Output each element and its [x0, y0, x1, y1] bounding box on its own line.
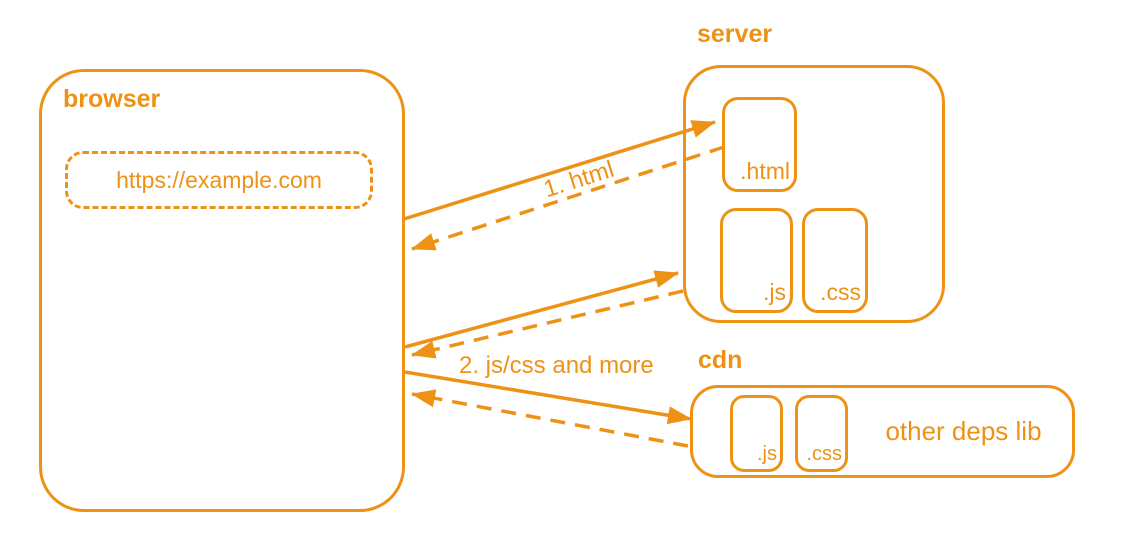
server-html-file-box: .html — [722, 97, 797, 192]
server-html-file-label: .html — [740, 158, 790, 184]
cdn-js-file-box: .js — [730, 395, 783, 472]
address-bar: https://example.com — [65, 151, 373, 209]
browser-node: browser https://example.com — [39, 69, 405, 512]
cdn-css-file-box: .css — [795, 395, 848, 472]
cdn-node-title: cdn — [698, 346, 743, 374]
server-js-file-box: .js — [720, 208, 793, 313]
cdn-caption: other deps lib — [885, 416, 1042, 446]
cdn-node: .js .css other deps lib — [690, 385, 1075, 478]
cdn-response-arrow — [411, 389, 689, 448]
browser-node-title: browser — [63, 85, 161, 113]
server-css-file-label: .css — [820, 279, 861, 305]
cdn-js-file-label: .js — [757, 443, 777, 465]
server-css-file-box: .css — [802, 208, 868, 313]
server-node: .html .js .css — [683, 65, 945, 323]
assets-request-arrow — [404, 270, 679, 349]
cdn-css-file-label: .css — [806, 443, 842, 465]
server-js-file-label: .js — [763, 279, 786, 305]
assets-response-arrow — [411, 289, 684, 359]
html-exchange-label: 1. html — [540, 155, 618, 204]
assets-exchange-label: 2. js/css and more — [459, 352, 654, 379]
address-bar-url: https://example.com — [116, 166, 322, 193]
server-node-title: server — [697, 20, 773, 48]
